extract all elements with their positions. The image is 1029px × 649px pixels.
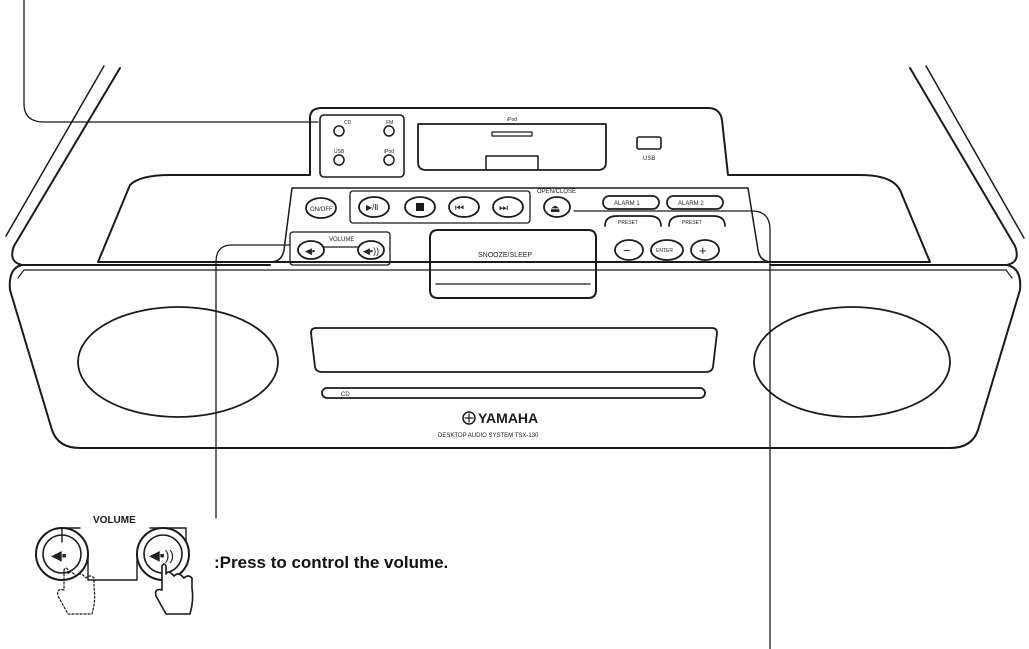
play-pause-button[interactable] [358, 196, 390, 218]
indicator-1 [333, 125, 345, 137]
indicator-2-label: FM [386, 120, 393, 126]
open-close-label: OPEN/CLOSE [537, 189, 576, 195]
open-close-button[interactable] [543, 196, 571, 218]
volume-panel [289, 231, 391, 266]
callout-connector [87, 553, 138, 581]
hand-pointer-icon [154, 563, 194, 615]
cd-logo: CD [341, 392, 350, 398]
brand-name: YAMAHA [478, 410, 538, 426]
on-off-label: ON/OFF [310, 207, 333, 213]
plus-button[interactable] [690, 239, 720, 261]
usb-port[interactable] [636, 136, 662, 150]
on-off-button[interactable] [305, 197, 337, 219]
body-right-post-inner [925, 65, 1025, 239]
plus-label: + [699, 243, 707, 258]
leader-line-volume [215, 244, 291, 519]
right-speaker [753, 306, 951, 418]
callout-description: :Press to control the volume. [214, 553, 449, 572]
leader-line-indicators [23, 0, 319, 123]
transport-panel [349, 190, 531, 224]
preset-1-label: PRESET [618, 220, 638, 226]
indicator-panel [319, 114, 405, 178]
model-line: DESKTOP AUDIO SYSTEM TSX-130 [438, 433, 539, 439]
volume-up-icon: ◀▪)) [363, 246, 379, 256]
leader-line-transport [573, 210, 771, 649]
preset-2-button[interactable] [668, 215, 726, 227]
svg-text:◀▪: ◀▪ [51, 547, 67, 563]
volume-up-button[interactable] [357, 240, 385, 260]
next-button[interactable] [492, 196, 524, 218]
alarm-1-button[interactable] [602, 195, 660, 210]
body-right-post [769, 67, 1018, 266]
previous-icon: ⏮ [455, 203, 464, 214]
stop-button[interactable] [404, 196, 436, 218]
preset-1-button[interactable] [604, 215, 662, 227]
dock-slot [491, 131, 533, 137]
callout-volume-down-button[interactable]: ◀▪ [35, 527, 89, 581]
minus-button[interactable] [614, 239, 644, 261]
top-deck [97, 107, 931, 263]
eject-icon: ⏏ [550, 203, 560, 215]
alarm-2-button[interactable] [666, 195, 724, 210]
yamaha-logo-icon [462, 411, 476, 425]
preset-2-label: PRESET [682, 220, 702, 226]
dock-connector [485, 155, 539, 171]
top-deck-ledge [99, 187, 929, 263]
alarm-2-label: ALARM 2 [678, 201, 704, 207]
indicator-4-label: iPod [384, 149, 394, 155]
indicator-3 [333, 154, 345, 166]
indicator-2 [383, 125, 395, 137]
ipod-dock[interactable] [417, 123, 607, 171]
cd-slot [321, 387, 706, 399]
enter-label: ENTER [656, 248, 673, 254]
play-pause-icon: ▶/Ⅱ [366, 203, 378, 212]
left-speaker [77, 306, 279, 418]
indicator-4 [383, 154, 395, 166]
snooze-sleep-label: SNOOZE/SLEEP [478, 252, 532, 259]
svg-text:◀▪)): ◀▪)) [149, 547, 174, 563]
stop-icon [416, 203, 424, 211]
body-front-face [17, 269, 1013, 279]
enter-button[interactable] [650, 239, 684, 261]
volume-down-icon: ◀▪ [305, 246, 315, 256]
body-left-post-inner [5, 65, 105, 237]
snooze-sleep-button[interactable] [429, 229, 597, 299]
dock-label: iPod [507, 117, 517, 123]
hand-dotted-icon [57, 567, 96, 615]
body-top-edge [8, 264, 1022, 449]
body-left-post [11, 67, 271, 266]
previous-button[interactable] [448, 196, 480, 218]
volume-label-device: VOLUME [329, 237, 354, 243]
display-window [310, 327, 718, 373]
indicator-1-label: CD [344, 120, 352, 126]
usb-label: USB [643, 156, 655, 162]
next-icon: ⏭ [499, 203, 508, 214]
callout-volume-label: VOLUME [93, 515, 136, 526]
minus-label: − [623, 243, 631, 258]
indicator-3-label: USB [334, 149, 345, 155]
alarm-1-label: ALARM 1 [614, 201, 640, 207]
volume-down-button[interactable] [297, 240, 325, 260]
